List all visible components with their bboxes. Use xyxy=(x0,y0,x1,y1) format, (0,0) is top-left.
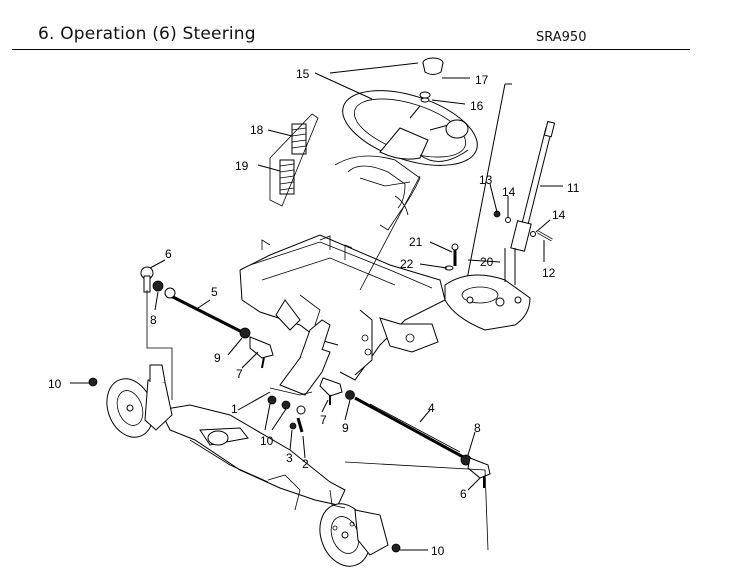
callout-labels: 15 17 16 18 19 11 13 14 14 12 21 20 22 6… xyxy=(48,67,580,558)
tie-rod-end-6-left xyxy=(140,266,154,293)
callout-3: 3 xyxy=(286,451,293,465)
header-rule xyxy=(12,49,690,51)
callout-10-mid: 10 xyxy=(260,434,274,448)
shaft-outline-left xyxy=(461,83,506,306)
callout-8-left: 8 xyxy=(150,313,157,327)
callout-7-right: 7 xyxy=(320,413,327,427)
dash-panel xyxy=(334,155,421,231)
tie-rod-4 xyxy=(354,396,466,460)
callout-7-left: 7 xyxy=(236,367,243,381)
callout-10-left: 10 xyxy=(48,377,62,391)
callout-12: 12 xyxy=(542,266,556,280)
callout-22: 22 xyxy=(400,257,414,271)
fasteners-2-3-10 xyxy=(267,395,306,433)
pitman-arm-1 xyxy=(269,319,331,396)
tie-rod-end-7-left xyxy=(249,336,274,369)
callout-17: 17 xyxy=(475,73,489,87)
nut-8-left xyxy=(152,280,176,299)
callout-20: 20 xyxy=(480,255,494,269)
callout-11: 11 xyxy=(567,181,580,195)
callout-9-left: 9 xyxy=(214,351,221,365)
callout-5: 5 xyxy=(211,285,218,299)
model-code: SRA950 xyxy=(536,30,587,45)
front-axle xyxy=(159,404,346,511)
callout-8-right: 8 xyxy=(474,421,481,435)
nut-9-left xyxy=(239,327,251,339)
bolts-12-13-14 xyxy=(493,210,553,242)
spindle-right xyxy=(319,489,401,567)
callout-16: 16 xyxy=(470,99,484,113)
tie-rod-5 xyxy=(164,291,249,337)
frame-chassis xyxy=(239,234,446,381)
callout-4: 4 xyxy=(428,401,435,415)
spring-19 xyxy=(279,159,295,195)
page-header: 6. Operation (6) Steering SRA950 xyxy=(0,0,748,52)
callout-2: 2 xyxy=(302,457,309,471)
callout-9-right: 9 xyxy=(342,421,349,435)
callout-13: 13 xyxy=(479,173,493,187)
tie-rod-end-6-right xyxy=(467,457,491,488)
callout-21: 21 xyxy=(409,235,423,249)
steering-gear-box xyxy=(444,248,531,331)
callout-14-lower: 14 xyxy=(552,208,566,222)
bolt-21-22 xyxy=(444,243,459,271)
steering-shaft-11 xyxy=(510,120,556,252)
leader-lines xyxy=(70,62,563,551)
callout-14-upper: 14 xyxy=(502,185,516,199)
page-title: 6. Operation (6) Steering xyxy=(38,24,256,44)
nut-9-right xyxy=(345,390,355,400)
nut-16 xyxy=(419,91,431,103)
steering-cap-17 xyxy=(422,57,444,75)
callout-6-right: 6 xyxy=(460,487,467,501)
spindle-left xyxy=(88,364,173,438)
callout-18: 18 xyxy=(250,123,264,137)
callout-19: 19 xyxy=(235,159,249,173)
callout-1: 1 xyxy=(231,402,238,416)
spring-bracket-line xyxy=(269,113,319,207)
callout-15: 15 xyxy=(296,67,310,81)
callout-10-right: 10 xyxy=(431,544,445,558)
tie-rod-end-7-right xyxy=(319,377,343,405)
callout-6-left: 6 xyxy=(165,247,172,261)
steering-wheel xyxy=(342,90,478,166)
spring-18 xyxy=(291,123,307,155)
